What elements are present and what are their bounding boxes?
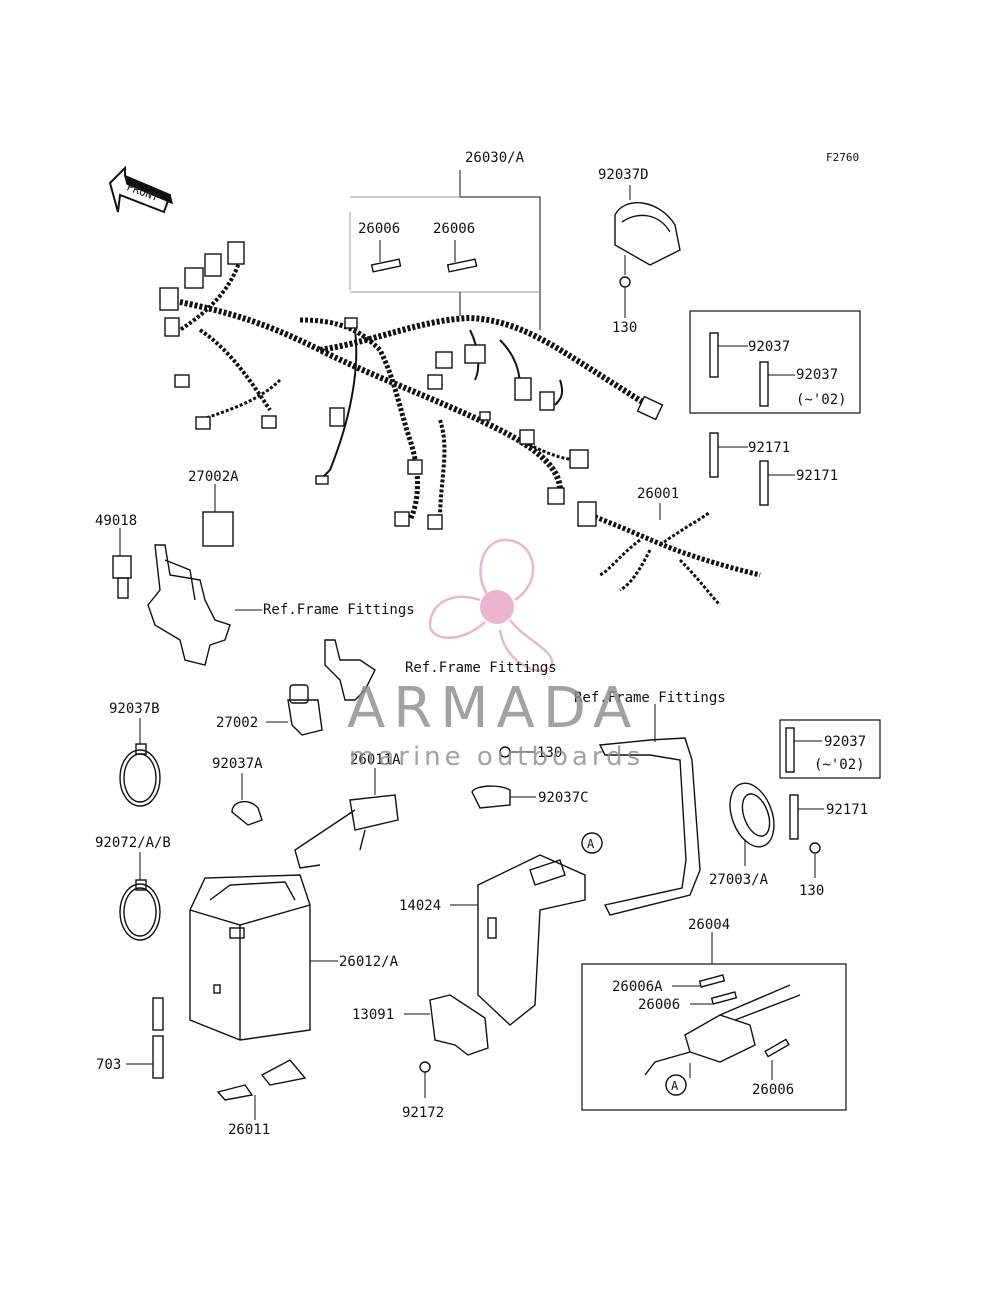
- ref-frame-fittings-1: Ref.Frame Fittings: [263, 602, 415, 618]
- bolt-130-bottom: [809, 842, 821, 878]
- callout-92171-c: 92171: [826, 802, 869, 818]
- callout-92072: 92072/A/B: [95, 835, 171, 851]
- cable-tie-92037B: [119, 718, 161, 807]
- callout-92037-c: 92037: [824, 734, 867, 750]
- bracket-upper-mid: [324, 639, 376, 701]
- sub-harness-26001: [577, 501, 761, 607]
- tube-703: [126, 997, 164, 1079]
- box-92037-variant-lower: [779, 719, 881, 779]
- fuse-26006-left: [370, 258, 402, 273]
- ref-A-marker-label-1: A: [587, 837, 595, 851]
- callout-26011: 26011: [228, 1122, 271, 1138]
- fuse-box-26004: A: [644, 974, 801, 1096]
- watermark-name: ARMADA: [347, 676, 640, 741]
- harness-connectors: [159, 241, 664, 530]
- callout-130-bottom: 130: [799, 883, 825, 899]
- callout-92171-b: 92171: [796, 468, 839, 484]
- box-26004: [581, 963, 847, 1111]
- cable-tie-92072: [119, 852, 161, 941]
- strap-92037-lower: [785, 727, 822, 773]
- callout-49018: 49018: [95, 513, 138, 529]
- cap-92037C: [471, 785, 536, 809]
- armada-logo-icon: [428, 538, 554, 672]
- strap-92037: [709, 332, 795, 407]
- callout-26012A: 26012/A: [339, 954, 399, 970]
- relay-27002A: [202, 484, 234, 547]
- callout-92037D: 92037D: [598, 167, 649, 183]
- callout-130-mid: 130: [537, 745, 563, 761]
- fuse-26006-right: [446, 258, 478, 273]
- clamp-92037A: [231, 773, 263, 826]
- callout-26006-box-b: 26006: [752, 1082, 795, 1098]
- callout-02-lower: (~'02): [814, 757, 865, 773]
- horn-bracket: [598, 704, 701, 916]
- callout-26030A: 26030/A: [465, 150, 525, 166]
- relay-49018: [112, 528, 132, 599]
- callout-13091: 13091: [352, 1007, 395, 1023]
- callout-130-top: 130: [612, 320, 638, 336]
- callout-703: 703: [96, 1057, 122, 1073]
- strap-92171: [709, 432, 795, 506]
- callout-27002A: 27002A: [188, 469, 239, 485]
- callout-92037-b: 92037: [796, 367, 839, 383]
- horn-27003A: [729, 782, 775, 866]
- callout-92172: 92172: [402, 1105, 445, 1121]
- ref-A-marker-label-2: A: [671, 1079, 679, 1093]
- callout-26006-right: 26006: [433, 221, 476, 237]
- main-harness-26030A: [169, 259, 657, 522]
- callout-27002: 27002: [216, 715, 259, 731]
- callout-26006-left: 26006: [358, 221, 401, 237]
- battery-26012A: [189, 874, 338, 1041]
- battery-case-14024: A: [450, 832, 603, 1026]
- callout-27003A: 27003/A: [709, 872, 769, 888]
- callout-92037-a: 92037: [748, 339, 791, 355]
- figure-code: F2760: [826, 151, 860, 164]
- callout-92171-a: 92171: [748, 440, 791, 456]
- starter-relay-26011A: [294, 768, 399, 869]
- terminals-26011: [216, 1059, 307, 1120]
- callout-26006-box-a: 26006: [638, 997, 681, 1013]
- callout-26001: 26001: [637, 486, 680, 502]
- callout-26011A: 26011A: [350, 752, 401, 768]
- ref-frame-fittings-3: Ref.Frame Fittings: [574, 690, 726, 706]
- strap-92171-lower: [789, 794, 824, 840]
- callout-92037A: 92037A: [212, 756, 263, 772]
- callout-92037C: 92037C: [538, 790, 589, 806]
- leader-26030A: [349, 170, 541, 330]
- bracket-13091: [404, 994, 489, 1056]
- callout-14024: 14024: [399, 898, 442, 914]
- box-92037-variants: [689, 310, 861, 414]
- watermark-tagline: marine outboards: [349, 742, 645, 772]
- callout-02-upper: (~'02): [796, 392, 847, 408]
- relay-bracket: [147, 544, 262, 666]
- callout-92037B: 92037B: [109, 701, 160, 717]
- bolt-130-mid: [499, 746, 534, 758]
- callout-26006A: 26006A: [612, 979, 663, 995]
- cover-92037D: [614, 185, 681, 318]
- front-arrow-icon: FRONT: [108, 165, 174, 214]
- callout-26004: 26004: [688, 917, 731, 933]
- relay-27002: [266, 684, 323, 736]
- bolt-92172: [419, 1061, 431, 1098]
- ref-frame-fittings-2: Ref.Frame Fittings: [405, 660, 557, 676]
